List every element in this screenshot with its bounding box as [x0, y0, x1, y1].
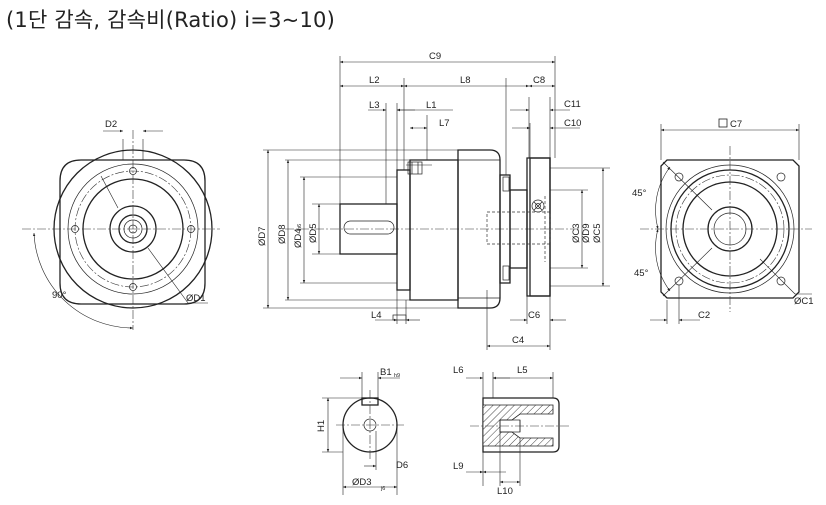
label-l4: L4	[371, 310, 382, 321]
side-view	[263, 56, 610, 350]
label-d3-tolerance: j6	[380, 486, 385, 492]
label-d6: D6	[396, 460, 408, 471]
label-c7: C7	[730, 119, 742, 130]
shaft-cross-section	[322, 372, 404, 495]
diagram-title: (1단 감속, 감속비(Ratio) i=3~10)	[6, 8, 335, 32]
label-d2: D2	[105, 119, 117, 130]
front-view-output	[22, 129, 220, 330]
label-h1: H1	[316, 420, 327, 432]
label-c10: C10	[564, 118, 581, 129]
label-l7: L7	[439, 118, 450, 129]
label-c6: C6	[528, 310, 540, 321]
label-d8: ØD8	[277, 224, 288, 244]
label-c2: C2	[698, 310, 710, 321]
label-c3: ØC3	[571, 223, 582, 243]
label-angle-45-bottom: 45°	[634, 268, 649, 279]
label-l10: L10	[497, 486, 513, 497]
label-c9: C9	[429, 51, 441, 62]
label-d5: ØD5	[308, 223, 319, 243]
label-l6: L6	[453, 365, 464, 376]
label-d4: ØD4	[293, 228, 304, 248]
label-angle-45-top: 45°	[632, 188, 647, 199]
label-c8: C8	[533, 75, 545, 86]
shaft-side-section	[466, 372, 570, 486]
label-d7: ØD7	[257, 226, 268, 246]
label-l8: L8	[460, 75, 471, 86]
label-l1: L1	[426, 100, 437, 111]
label-c4: C4	[512, 335, 524, 346]
label-b1: B1	[380, 367, 392, 378]
label-l3: L3	[369, 100, 380, 111]
label-c5: ØC5	[592, 223, 603, 243]
label-b1-tolerance: h9	[394, 373, 400, 379]
label-c11: C11	[564, 99, 581, 110]
label-d3: ØD3	[352, 477, 372, 488]
label-l2: L2	[369, 75, 380, 86]
label-d9: ØD9	[581, 223, 592, 243]
front-view-input	[640, 124, 812, 324]
label-d4-tolerance: h6	[297, 224, 303, 230]
label-angle-90: 90°	[52, 290, 67, 301]
label-l5: L5	[517, 365, 528, 376]
label-l9: L9	[453, 461, 464, 472]
label-d1: ØD1	[186, 293, 206, 304]
label-c1: ØC1	[794, 296, 814, 307]
